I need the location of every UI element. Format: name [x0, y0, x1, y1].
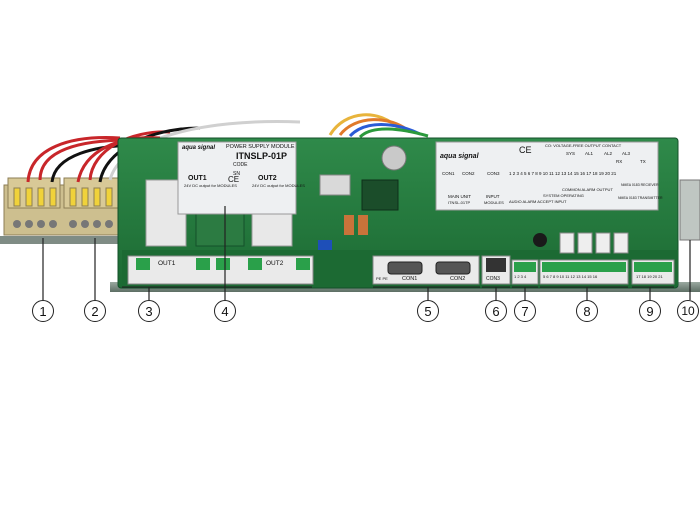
power-module-out2-desc: 24V DC output for MODULES [252, 183, 305, 188]
input-label: INPUT [486, 194, 500, 199]
board-terminal-numbers-1: 1 2 3 4 [514, 274, 527, 279]
power-module-sn: SN [233, 171, 240, 177]
power-module-plate [177, 141, 297, 215]
terminal-strips [127, 255, 675, 285]
nmea-rx-label: NMEA 0183 RECIEVER [621, 183, 659, 187]
callout-9: 9 [639, 300, 661, 322]
power-module-out1-desc: 24V DC output for MODULES [184, 183, 237, 188]
label-al3: AL3 [622, 151, 631, 156]
label-tx: TX [640, 159, 646, 164]
power-module-out1-title: OUT1 [188, 175, 207, 182]
board-con2: CON2 [450, 276, 466, 282]
power-module-ce: CE [228, 175, 240, 184]
main-unit-label: MAIN UNIT [448, 194, 471, 199]
power-module-model: ITNSLP-01P [236, 151, 288, 161]
power-module-code: CODE [233, 162, 248, 168]
label-sys: SYS [566, 151, 576, 156]
callout-6: 6 [485, 300, 507, 322]
main-unit-plate [435, 141, 659, 211]
board-out1: OUT1 [158, 260, 176, 267]
main-unit-ce: CE [519, 145, 532, 155]
callout-5: 5 [417, 300, 439, 322]
label-rx: RX [616, 159, 623, 164]
nmea-tx-label: NMEA 0183 TRANSMITTER [618, 196, 663, 200]
power-module-title: POWER SUPPLY MODULE [226, 144, 295, 150]
terminal-blocks-left [0, 177, 124, 244]
main-unit-con1: CON1 [442, 171, 455, 176]
board-con1: CON1 [402, 276, 418, 282]
main-unit-con2: CON2 [462, 171, 475, 176]
common-alarm-label: COMMON ALARM OUTPUT [562, 187, 613, 192]
audio-alarm-label: AUDIO ALARM ACCEPT INPUT [509, 199, 567, 204]
power-module-out2-title: OUT2 [258, 175, 277, 182]
contact-title: CO: VOLTAGE-FREE OUTPUT CONTACT [545, 143, 622, 148]
callout-2: 2 [84, 300, 106, 322]
callout-10: 10 [677, 300, 699, 322]
board-pe: PE PE [376, 276, 388, 281]
board-con3: CON3 [486, 276, 500, 282]
callout-8: 8 [576, 300, 598, 322]
callout-3: 3 [138, 300, 160, 322]
main-unit-model: ITNSL-01TP [448, 200, 471, 205]
modules-label: MODULES [484, 200, 504, 205]
main-unit-brand: aqua signal [440, 153, 479, 160]
callout-leaders [42, 206, 691, 300]
callout-4: 4 [214, 300, 236, 322]
system-operating-label: SYSTEM OPERATING [543, 193, 584, 198]
board-out2: OUT2 [266, 260, 284, 267]
power-module-brand: aqua signal [182, 145, 216, 151]
label-al1: AL1 [585, 151, 594, 156]
board-terminal-numbers-3: 17 18 19 20 21 [636, 274, 663, 279]
callout-7: 7 [514, 300, 536, 322]
board-terminal-numbers-2: 5 6 7 8 9 10 11 12 13 14 15 16 [543, 274, 598, 279]
label-al2: AL2 [604, 151, 613, 156]
main-unit-term-numbers: 1 2 3 4 5 6 7 8 9 10 11 12 13 14 15 16 1… [509, 171, 617, 176]
main-unit-con3: CON3 [487, 171, 500, 176]
callout-1: 1 [32, 300, 54, 322]
